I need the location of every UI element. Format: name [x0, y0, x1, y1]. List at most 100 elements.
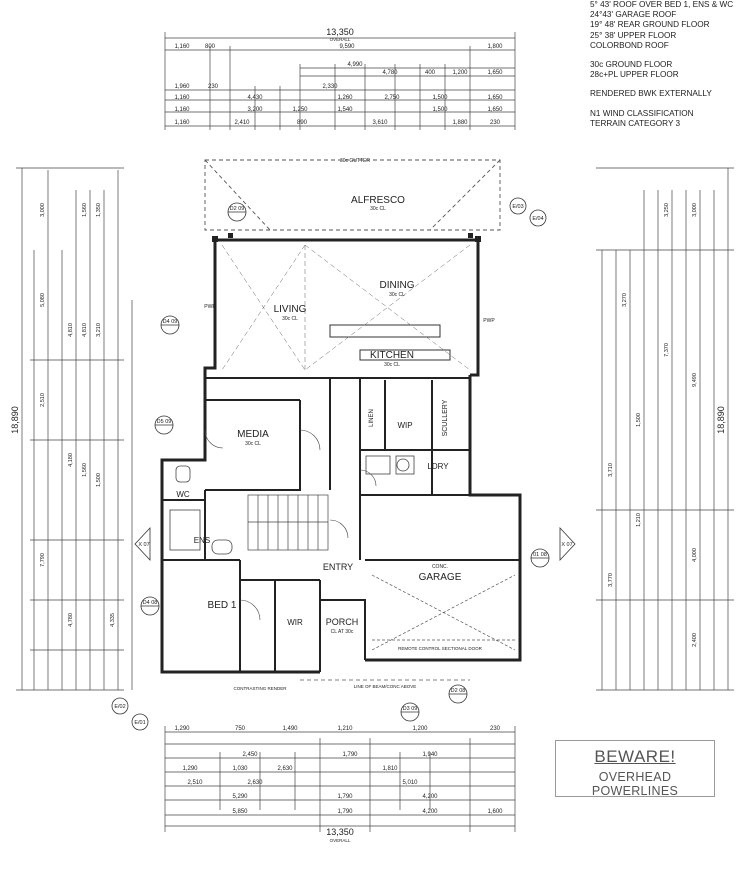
svg-text:1,880: 1,880	[452, 120, 468, 126]
svg-text:D2 09: D2 09	[230, 206, 245, 212]
svg-text:E/02: E/02	[114, 704, 125, 710]
right-dim-4: 2,400	[692, 633, 698, 647]
svg-text:4,810: 4,810	[68, 323, 74, 337]
section-marker-e01: E/01	[131, 713, 149, 731]
svg-text:3,210: 3,210	[96, 323, 102, 337]
bottom-dim-4: 1,600	[487, 809, 503, 815]
svg-text:5,080: 5,080	[40, 293, 46, 307]
svg-text:1,650: 1,650	[487, 107, 503, 113]
wind-note-1: N1 WIND CLASSIFICATION	[590, 108, 694, 118]
bottom-dim-3: 4,200	[422, 809, 438, 815]
svg-text:1,290: 1,290	[174, 726, 190, 732]
svg-text:750: 750	[235, 726, 246, 732]
overall-depth-right: 18,890	[716, 406, 726, 434]
wind-note-2: TERRAIN CATEGORY 3	[590, 118, 681, 128]
svg-text:230: 230	[490, 120, 501, 126]
right-dim-3: 4,000	[692, 548, 698, 562]
section-marker-e02: E/02	[111, 697, 129, 715]
svg-text:4,780: 4,780	[382, 70, 398, 76]
svg-text:1,500: 1,500	[432, 107, 448, 113]
annotations: PWP PWP REMOTE CONTROL SECTIONAL DOOR LI…	[204, 304, 495, 691]
right-dim-1: 3,000	[692, 203, 698, 217]
svg-text:2,630: 2,630	[277, 766, 293, 772]
svg-text:3,000: 3,000	[40, 203, 46, 217]
svg-text:1,210: 1,210	[337, 726, 353, 732]
bottom-dimension-strings	[164, 726, 516, 832]
svg-text:4,180: 4,180	[68, 453, 74, 467]
svg-text:1,650: 1,650	[487, 95, 503, 101]
beam-label: LINE OF BEAM/CONC ABOVE	[354, 684, 417, 689]
section-marker-d2-08: D2 08	[448, 684, 468, 704]
svg-text:2,330: 2,330	[322, 84, 338, 90]
top-dimension-strings	[164, 32, 516, 130]
section-marker-01-08: 01 08	[530, 548, 550, 568]
svg-text:2,510: 2,510	[40, 393, 46, 407]
svg-text:4,335: 4,335	[110, 613, 116, 627]
overall-width-bottom: 13,350	[326, 827, 354, 837]
room-kitchen-sub: 30c CL	[384, 362, 400, 368]
svg-text:2,510: 2,510	[187, 780, 203, 786]
svg-text:890: 890	[297, 120, 308, 126]
powerline-warning: BEWARE! OVERHEAD POWERLINES	[555, 740, 715, 798]
section-marker-d4-09: D4 09	[160, 315, 180, 335]
svg-text:1,490: 1,490	[282, 726, 298, 732]
svg-text:1,260: 1,260	[337, 95, 353, 101]
svg-text:1,200: 1,200	[412, 726, 428, 732]
remote-door-label: REMOTE CONTROL SECTIONAL DOOR	[398, 646, 482, 651]
overall-width-top: 13,350	[326, 27, 354, 37]
svg-text:5,290: 5,290	[232, 794, 248, 800]
section-markers: D2 09 D4 09 D5 09 D4 08 D2 08 D3 09 E/03…	[111, 197, 576, 731]
svg-text:400: 400	[425, 70, 436, 76]
svg-text:3,270: 3,270	[622, 293, 628, 307]
section-marker-d2-09: D2 09	[227, 202, 247, 222]
svg-text:3,610: 3,610	[372, 120, 388, 126]
room-wip: WIP	[397, 421, 412, 430]
svg-text:D5 09: D5 09	[157, 419, 172, 425]
right-dimension-text: 18,890 3,000 9,490 4,000 2,400 3,250 7,3…	[608, 203, 726, 647]
svg-text:1,790: 1,790	[342, 752, 358, 758]
svg-text:4,780: 4,780	[68, 613, 74, 627]
right-dim-2: 9,490	[692, 373, 698, 387]
svg-text:4,810: 4,810	[82, 323, 88, 337]
stair	[247, 494, 329, 551]
svg-text:5,010: 5,010	[402, 780, 418, 786]
door-swings	[204, 429, 377, 621]
room-alfresco-sub: 30c CL	[370, 206, 386, 212]
svg-text:1,290: 1,290	[182, 766, 198, 772]
overall-caption-top: OVERALL	[330, 37, 351, 42]
svg-text:230: 230	[490, 726, 501, 732]
svg-text:4,430: 4,430	[247, 95, 263, 101]
room-media-sub: 30c CL	[245, 441, 261, 447]
svg-text:1,650: 1,650	[487, 70, 503, 76]
internal-walls	[162, 377, 520, 672]
room-wc: WC	[176, 490, 190, 499]
svg-text:1,160: 1,160	[174, 107, 190, 113]
construction-notes: 5° 43' ROOF OVER BED 1, ENS & WC 24°43' …	[590, 0, 750, 129]
room-dining-sub: 30c CL	[389, 292, 405, 298]
garage-door-swing	[371, 574, 516, 651]
section-marker-x07-left: X 07	[134, 526, 151, 562]
pwp-label-left: PWP	[204, 304, 216, 310]
svg-text:1,560: 1,560	[82, 463, 88, 477]
external-walls	[160, 238, 522, 674]
svg-text:1,250: 1,250	[292, 107, 308, 113]
svg-text:1,500: 1,500	[636, 413, 642, 427]
svg-text:1,500: 1,500	[432, 95, 448, 101]
svg-text:D2 08: D2 08	[451, 688, 466, 694]
top-dim-3: 9,590	[339, 44, 355, 50]
warning-subtitle: OVERHEAD POWERLINES	[591, 770, 679, 798]
right-dimension-strings	[596, 167, 734, 691]
roof-note-2: 24°43' GARAGE ROOF	[590, 10, 677, 20]
room-media: MEDIA	[237, 429, 269, 440]
alfresco-posts	[212, 233, 481, 242]
svg-text:1,940: 1,940	[422, 752, 438, 758]
svg-text:1,210: 1,210	[636, 513, 642, 527]
room-kitchen: KITCHEN	[370, 350, 414, 361]
svg-text:4,200: 4,200	[422, 794, 438, 800]
room-alfresco: ALFRESCO	[351, 195, 405, 206]
overall-caption-bottom: OVERALL	[330, 838, 351, 843]
svg-text:1,810: 1,810	[382, 766, 398, 772]
room-entry: ENTRY	[323, 562, 353, 572]
svg-text:7,370: 7,370	[664, 343, 670, 357]
